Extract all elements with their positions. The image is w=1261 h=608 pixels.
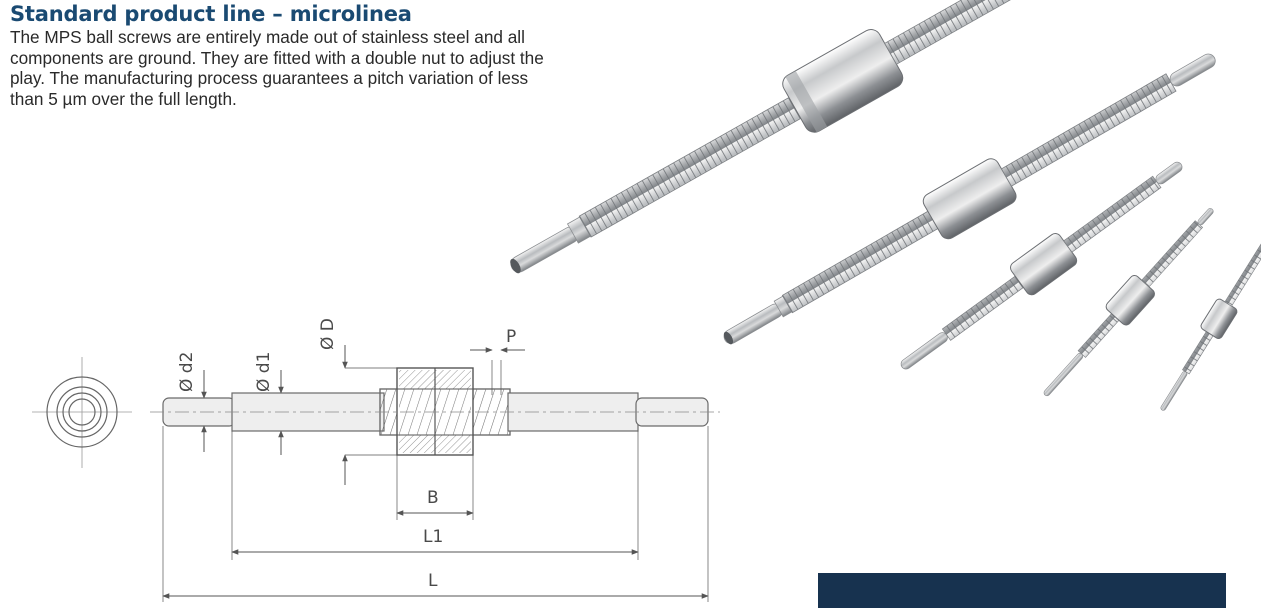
label-d2: Ø d2: [177, 352, 197, 392]
intro-paragraph: The MPS ball screws are entirely made ou…: [10, 27, 544, 109]
section-heading: Standard product line – microlinea: [10, 2, 412, 26]
footer-navy-banner: [818, 573, 1226, 608]
ball-screw-micro: [1160, 242, 1261, 411]
label-B: B: [427, 488, 439, 508]
end-view: [32, 357, 132, 468]
ball-screw-large: [510, 0, 1115, 274]
label-P: P: [506, 327, 516, 347]
ball-screw-technical-drawing: Ø d2 Ø d1 Ø D P B L1 L: [32, 318, 720, 602]
label-D: Ø D: [318, 318, 338, 350]
label-L: L: [428, 571, 438, 591]
ball-screw-medium: [723, 53, 1216, 345]
ball-screws-photo: [510, 0, 1261, 411]
ball-screw-mini: [1043, 208, 1214, 397]
nut-section: [396, 367, 474, 456]
ball-screw-small: [900, 161, 1183, 370]
label-d1: Ø d1: [254, 352, 274, 392]
label-L1: L1: [423, 527, 443, 547]
